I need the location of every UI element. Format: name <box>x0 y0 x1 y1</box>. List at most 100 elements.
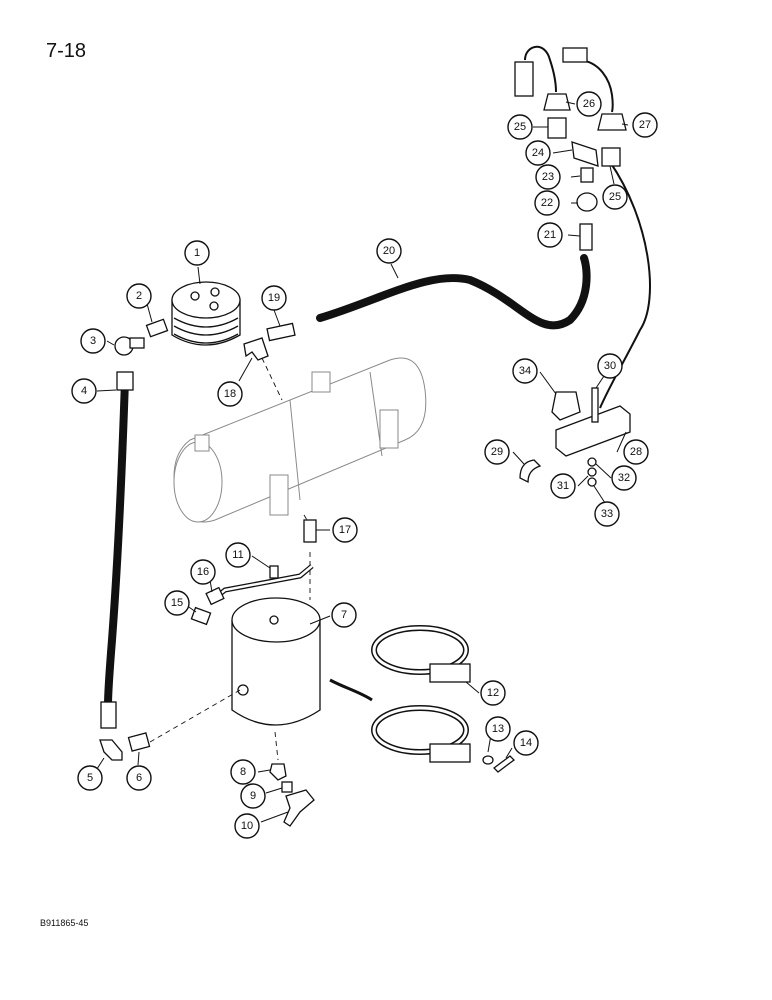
hose-end-5 <box>100 701 117 729</box>
svg-text:21: 21 <box>544 229 556 241</box>
callout-19: 19 <box>261 285 287 311</box>
elbow-8 <box>269 763 287 781</box>
svg-text:10: 10 <box>241 820 253 832</box>
leader-lines <box>94 101 629 823</box>
callout-15: 15 <box>164 590 190 616</box>
callout-8: 8 <box>230 759 256 785</box>
callout-16: 16 <box>190 559 216 585</box>
svg-text:3: 3 <box>90 335 96 347</box>
drain-valve-10 <box>283 789 315 827</box>
svg-text:16: 16 <box>197 566 209 578</box>
callout-21: 21 <box>537 222 563 248</box>
tee-fitting-18 <box>243 337 269 361</box>
hose-4 <box>104 376 129 709</box>
sensor-wire-27 <box>579 59 614 113</box>
svg-text:30: 30 <box>604 360 616 372</box>
fitting-31 <box>587 467 597 477</box>
callout-6: 6 <box>126 765 152 791</box>
page-section-label: 7-18 <box>46 40 87 62</box>
block-24 <box>571 141 599 167</box>
callout-32: 32 <box>611 465 637 491</box>
bolt-30 <box>591 387 599 423</box>
hose-end-4 <box>116 371 134 391</box>
callout-26: 26 <box>576 91 602 117</box>
callout-23: 23 <box>535 164 561 190</box>
svg-text:33: 33 <box>601 508 613 520</box>
svg-text:25: 25 <box>609 191 621 203</box>
svg-text:24: 24 <box>532 147 544 159</box>
tee-fitting-3 <box>114 336 145 356</box>
callout-31: 31 <box>550 473 576 499</box>
callout-11: 11 <box>225 542 251 568</box>
assembly-line-7-8 <box>274 731 279 761</box>
callout-9: 9 <box>240 783 266 809</box>
wire-connector-left <box>514 61 534 97</box>
callout-14: 14 <box>513 730 539 756</box>
assembly-line-6-7 <box>149 689 241 743</box>
fitting-2 <box>145 318 169 338</box>
wet-tank-7 <box>231 597 321 726</box>
sender-34 <box>551 391 581 421</box>
figure-code: B911865-45 <box>40 918 89 928</box>
svg-text:32: 32 <box>618 472 630 484</box>
fitting-19 <box>266 322 296 342</box>
manifold-block-28 <box>555 405 631 457</box>
svg-text:2: 2 <box>136 290 142 302</box>
plug-6 <box>127 732 151 752</box>
fitting-21 <box>579 223 593 251</box>
svg-text:25: 25 <box>514 121 526 133</box>
svg-text:31: 31 <box>557 480 569 492</box>
pressure-switch-27 <box>597 113 627 131</box>
callout-30: 30 <box>597 353 623 379</box>
svg-text:6: 6 <box>136 772 142 784</box>
svg-text:27: 27 <box>639 119 651 131</box>
svg-text:14: 14 <box>520 737 532 749</box>
assembly-line-18-tank <box>261 357 283 401</box>
svg-text:8: 8 <box>240 766 246 778</box>
svg-text:20: 20 <box>383 245 395 257</box>
fitting-33 <box>587 477 597 487</box>
callout-29: 29 <box>484 439 510 465</box>
pressure-line-to-block <box>599 161 651 409</box>
pressure-switch-26 <box>543 93 571 111</box>
fitting-16-nut <box>205 586 225 606</box>
svg-text:5: 5 <box>87 772 93 784</box>
svg-text:9: 9 <box>250 790 256 802</box>
svg-text:1: 1 <box>194 247 200 259</box>
svg-text:7: 7 <box>341 609 347 621</box>
callout-24: 24 <box>525 140 551 166</box>
callout-18: 18 <box>217 381 243 407</box>
fitting-17 <box>303 519 317 543</box>
svg-text:19: 19 <box>268 292 280 304</box>
main-air-tank-ghost <box>173 357 427 523</box>
svg-text:12: 12 <box>487 687 499 699</box>
callout-12: 12 <box>480 680 506 706</box>
callout-28: 28 <box>623 439 649 465</box>
svg-text:22: 22 <box>541 197 553 209</box>
callout-33: 33 <box>594 501 620 527</box>
elbow-5 <box>99 739 123 761</box>
svg-text:23: 23 <box>542 171 554 183</box>
callout-1: 1 <box>184 240 210 266</box>
callout-17: 17 <box>332 517 358 543</box>
callout-25-upper: 25 <box>507 114 533 140</box>
callout-4: 4 <box>71 378 97 404</box>
callout-22: 22 <box>534 190 560 216</box>
fitting-25b <box>601 147 621 167</box>
svg-text:26: 26 <box>583 98 595 110</box>
fitting-23 <box>580 167 594 183</box>
callout-25-lower: 25 <box>602 184 628 210</box>
governor-1 <box>171 281 241 346</box>
fitting-32 <box>587 457 597 467</box>
callout-2: 2 <box>126 283 152 309</box>
callout-20: 20 <box>376 238 402 264</box>
svg-text:28: 28 <box>630 446 642 458</box>
fitting-25a <box>547 117 567 139</box>
svg-text:18: 18 <box>224 388 236 400</box>
hose-20 <box>316 254 591 330</box>
callout-3: 3 <box>80 328 106 354</box>
fitting-9 <box>281 781 293 793</box>
washer-13 <box>482 755 494 765</box>
callout-27: 27 <box>632 112 658 138</box>
